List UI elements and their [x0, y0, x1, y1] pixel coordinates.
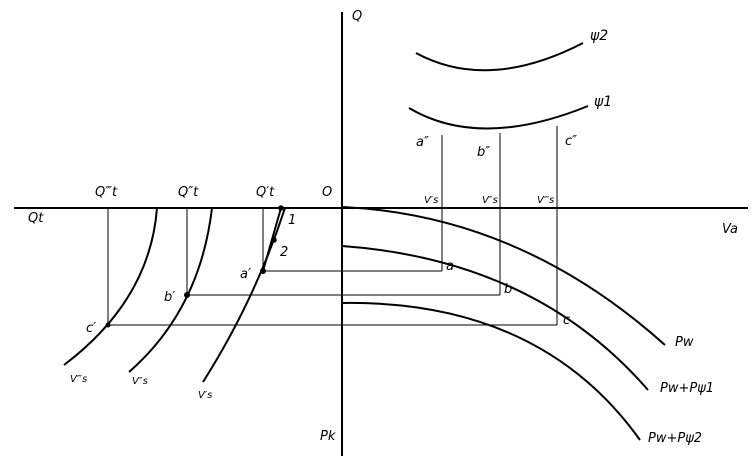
- v2s-curve: [128, 207, 213, 373]
- label-v3s-curve: V‴s: [70, 374, 87, 385]
- label-q2t: Q″t: [178, 185, 199, 200]
- label-origin: O: [322, 185, 332, 200]
- label-v1s-curve: V′s: [198, 390, 212, 401]
- label-a: a: [446, 259, 454, 274]
- label-v2s-axis: V″s: [482, 195, 498, 206]
- point-1: [278, 205, 284, 211]
- label-b2: b″: [477, 145, 490, 160]
- label-pw-psi1: Pw+Pψ1: [660, 381, 714, 396]
- point-2: [271, 237, 277, 243]
- label-v2s-curve: V″s: [132, 376, 148, 387]
- label-c2: c″: [565, 134, 577, 149]
- label-b: b: [504, 282, 512, 297]
- label-q3t: Q‴t: [95, 185, 118, 200]
- v3s-curve: [63, 207, 158, 366]
- point-c1: [105, 322, 111, 328]
- pw-psi1-curve: [341, 245, 649, 391]
- psi1-curve: [408, 105, 589, 130]
- label-psi1: ψ1: [594, 94, 612, 110]
- point-b1: [184, 292, 190, 298]
- label-q1t: Q′t: [256, 185, 275, 200]
- label-1: 1: [288, 213, 296, 228]
- psi2-curve: [415, 42, 584, 72]
- label-v3s-axis: V‴s: [537, 195, 554, 206]
- label-axis-q: Q: [352, 9, 362, 24]
- label-axis-va: Va: [722, 222, 738, 237]
- label-c: c: [563, 313, 570, 328]
- label-a1: a′: [240, 267, 251, 282]
- label-pw-psi2: Pw+Pψ2: [648, 431, 702, 446]
- v1s-curve: [202, 207, 286, 383]
- pw-psi2-curve: [341, 301, 641, 441]
- label-c1: c′: [86, 321, 96, 336]
- label-b1: b′: [164, 290, 175, 305]
- label-2: 2: [280, 245, 288, 260]
- label-pw: Pw: [675, 335, 694, 350]
- label-a2: a″: [416, 135, 429, 150]
- label-psi2: ψ2: [590, 28, 608, 44]
- label-axis-pk: Pk: [320, 429, 336, 444]
- label-v1s-axis: V′s: [424, 195, 438, 206]
- point-a1: [260, 268, 266, 274]
- pw-curve: [341, 206, 666, 346]
- label-axis-qt: Qt: [28, 211, 44, 226]
